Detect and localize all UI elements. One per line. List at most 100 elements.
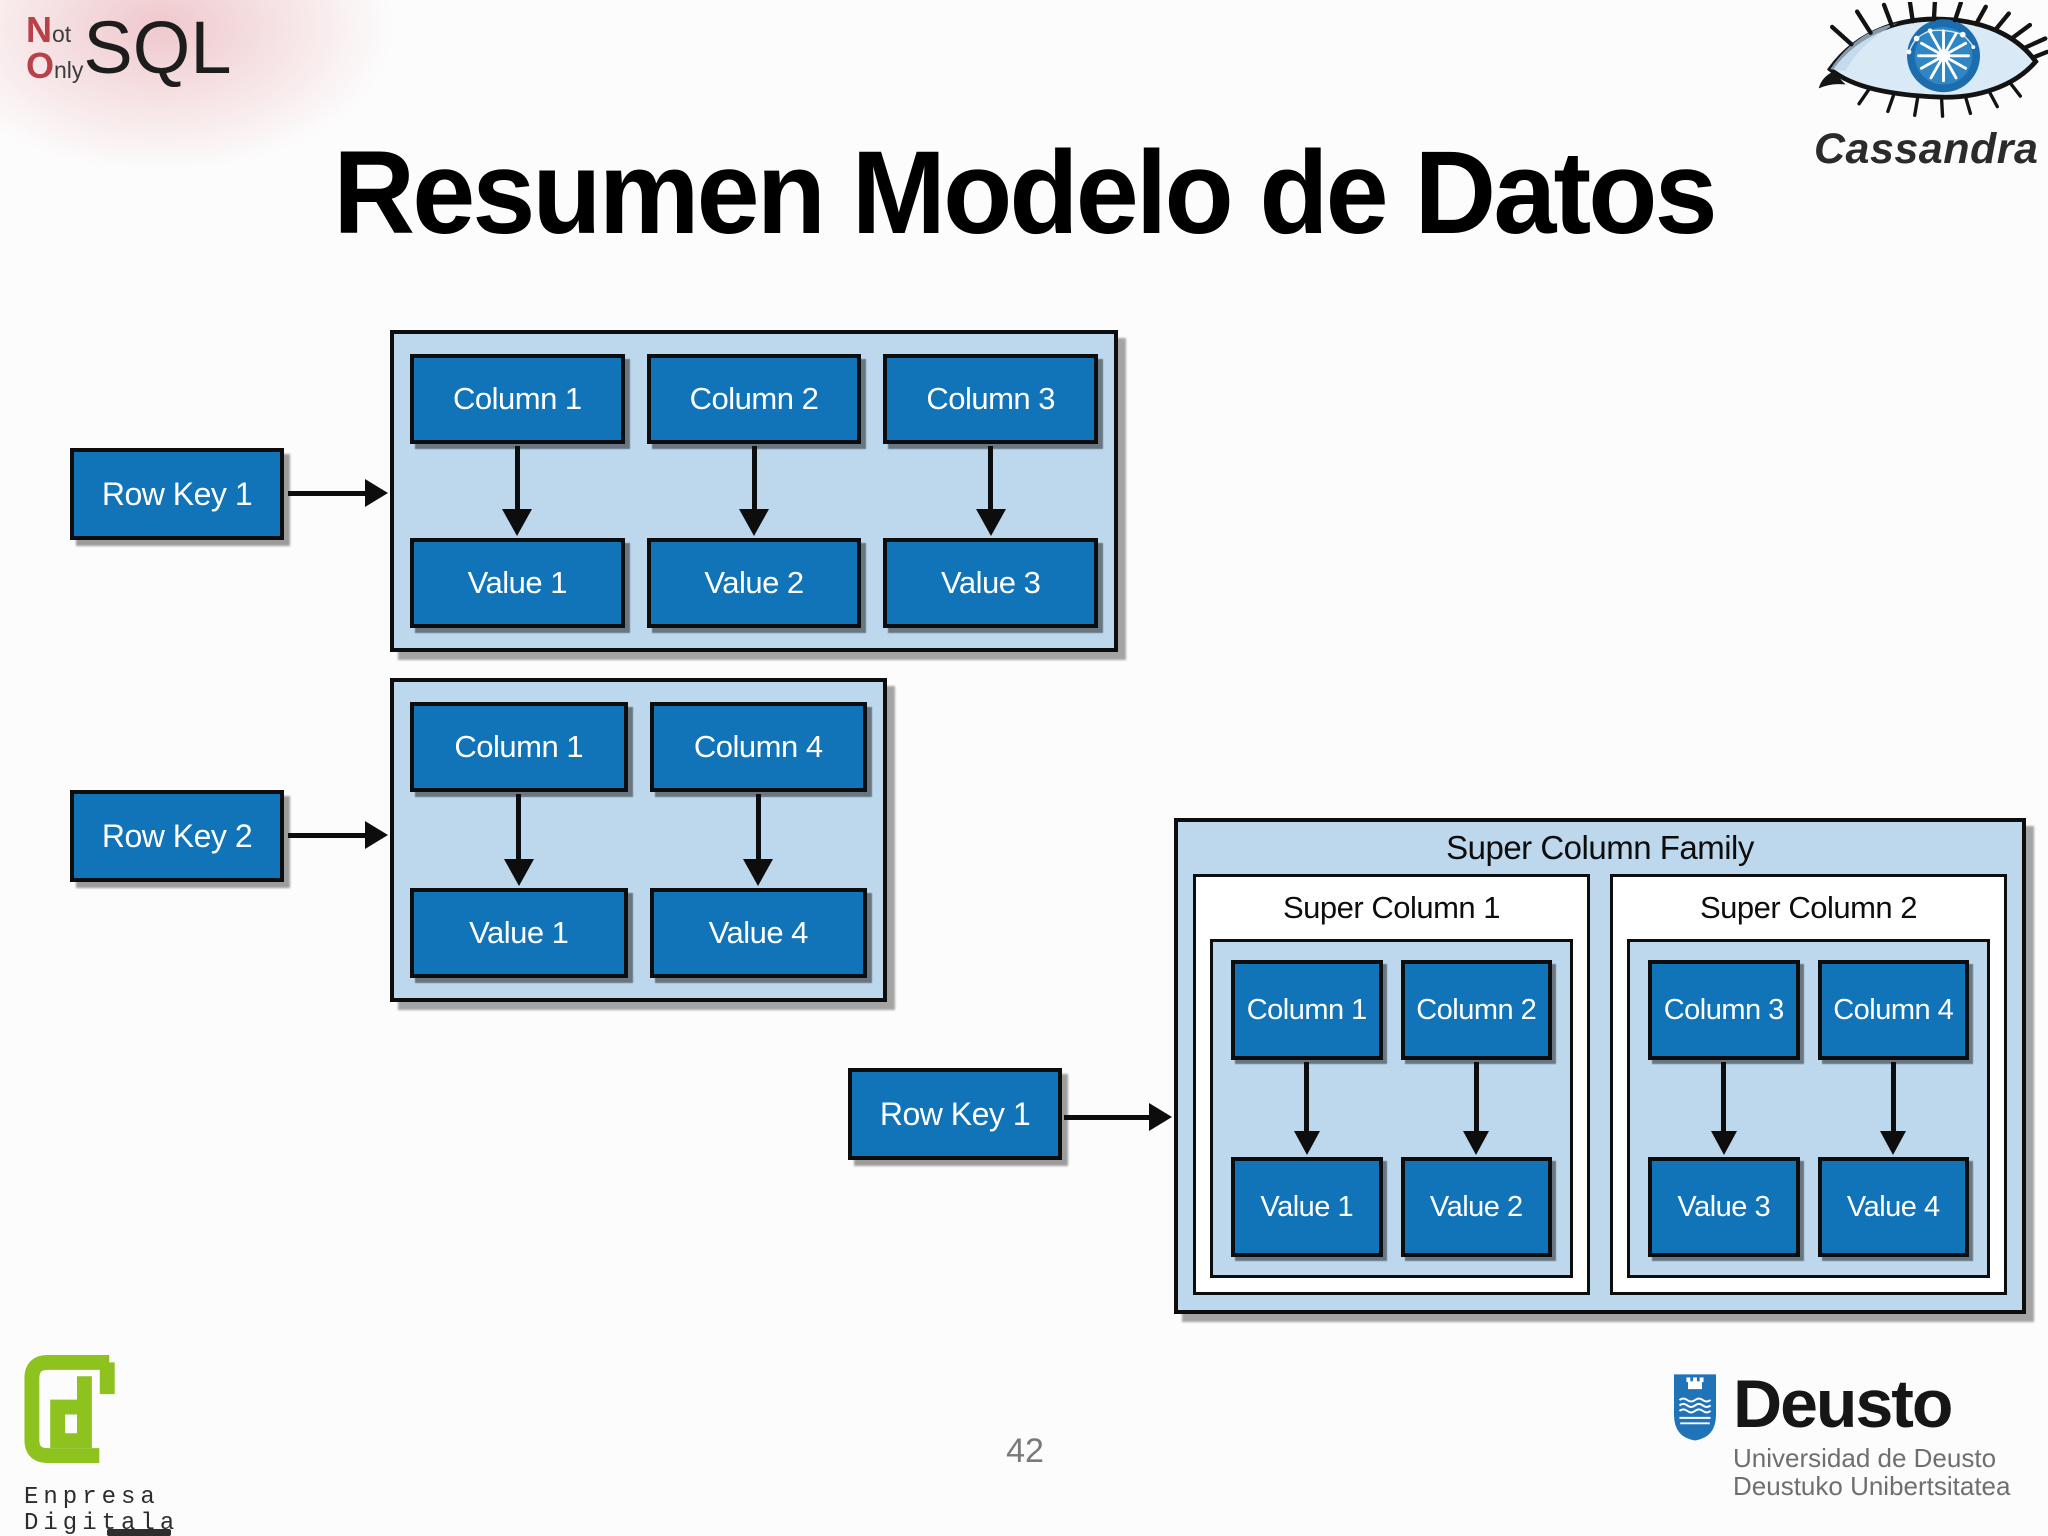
arrow-line — [288, 490, 365, 496]
nosql-sql-text: SQL — [83, 5, 232, 89]
bottom-edge-artifact — [107, 1529, 171, 1536]
column-box: Column 3 — [883, 354, 1099, 444]
down-arrow — [883, 446, 1098, 536]
deusto-subtitle-eu: Deustuko Unibertsitatea — [1733, 1471, 2011, 1501]
column-box: Column 2 — [1400, 960, 1552, 1060]
right-arrow — [1064, 1102, 1172, 1132]
columns-row: Column 3 Column 4 — [1648, 960, 1969, 1060]
column-box: Column 4 — [1817, 960, 1969, 1060]
arrow-line — [755, 794, 761, 859]
down-arrow — [650, 794, 868, 886]
nosql-o-letter: O — [26, 45, 55, 86]
arrow-line — [1721, 1062, 1727, 1131]
arrow-line — [1304, 1062, 1310, 1131]
nosql-ot-text: ot — [52, 21, 72, 47]
right-arrow — [288, 820, 388, 850]
arrow-head — [365, 479, 388, 507]
page-title: Resumen Modelo de Datos — [333, 127, 1717, 259]
super-column-1-title: Super Column 1 — [1282, 890, 1501, 925]
enpresa-digitala-logo: Enpresa Digitala — [18, 1348, 179, 1536]
deusto-logo: Deusto Universidad de Deusto Deustuko Un… — [1671, 1366, 2010, 1500]
deusto-text-block: Deusto Universidad de Deusto Deustuko Un… — [1733, 1366, 2010, 1500]
columns-row: Column 1 Column 4 — [410, 702, 867, 792]
nosql-n-letter: N — [26, 9, 52, 50]
row-key-1-box: Row Key 1 — [70, 448, 284, 540]
column-box: Column 3 — [1648, 960, 1800, 1060]
down-arrow — [647, 446, 862, 536]
arrow-head — [1293, 1131, 1320, 1155]
arrows-row — [410, 444, 1098, 538]
enpresa-digitala-icon — [24, 1354, 115, 1464]
deusto-subtitle: Universidad de Deusto Deustuko Unibertsi… — [1733, 1444, 2010, 1500]
super-column-1-inner-panel: Column 1 Column 2 Value 1 Value 2 — [1210, 939, 1573, 1278]
enpresa-line: Enpresa — [24, 1484, 160, 1511]
arrow-head — [365, 821, 388, 849]
super-column-2-box: Super Column 2 Column 3 Column 4 Value 3… — [1610, 874, 2007, 1295]
arrows-row — [1648, 1060, 1969, 1157]
values-row: Value 1 Value 2 Value 3 — [410, 538, 1099, 628]
deusto-wordmark: Deusto — [1733, 1366, 1953, 1442]
values-row: Value 1 Value 2 — [1231, 1157, 1552, 1257]
column-family-panel-2: Column 1 Column 4 Value 1 Value 4 — [390, 678, 887, 1002]
super-column-family-title: Super Column Family — [1446, 829, 1754, 866]
column-box: Column 4 — [649, 702, 867, 792]
super-column-family-body: Super Column 1 Column 1 Column 2 Value 1… — [1178, 874, 2022, 1310]
value-box: Value 3 — [883, 538, 1099, 628]
super-column-1-box: Super Column 1 Column 1 Column 2 Value 1… — [1193, 874, 1590, 1295]
values-row: Value 3 Value 4 — [1648, 1157, 1969, 1257]
right-arrow — [288, 478, 388, 508]
column-family-panel-1: Column 1 Column 2 Column 3 Value 1 Value… — [390, 330, 1118, 652]
columns-row: Column 1 Column 2 — [1231, 960, 1552, 1060]
arrows-row — [410, 792, 867, 888]
value-box: Value 4 — [649, 888, 867, 978]
arrow-head — [503, 859, 534, 886]
cassandra-wordmark: Cassandra — [1814, 125, 2039, 173]
column-box: Column 1 — [1231, 960, 1383, 1060]
cassandra-eye-icon — [1818, 0, 2048, 118]
super-column-family-panel: Super Column Family Super Column 1 Colum… — [1174, 818, 2026, 1314]
column-box: Column 2 — [646, 354, 862, 444]
cassandra-logo: Cassandra — [1812, 0, 2048, 174]
arrow-head — [743, 859, 774, 886]
arrow-head — [1463, 1131, 1490, 1155]
arrow-head — [739, 509, 769, 536]
row-key-1-box-super: Row Key 1 — [848, 1068, 1062, 1160]
value-box: Value 1 — [410, 888, 628, 978]
column-box: Column 1 — [410, 702, 628, 792]
arrow-line — [516, 794, 522, 859]
arrow-line — [1064, 1114, 1149, 1120]
nosql-nly-text: nly — [54, 57, 84, 83]
value-box: Value 4 — [1817, 1157, 1969, 1257]
arrow-head — [975, 509, 1006, 536]
arrow-head — [1149, 1103, 1172, 1131]
arrows-row — [1231, 1060, 1552, 1157]
value-box: Value 2 — [646, 538, 862, 628]
arrow-head — [502, 509, 533, 536]
arrow-head — [1880, 1131, 1907, 1155]
column-box: Column 1 — [410, 354, 625, 444]
arrow-line — [514, 446, 520, 509]
value-box: Value 1 — [410, 538, 625, 628]
super-column-2-title: Super Column 2 — [1699, 890, 1918, 925]
down-arrow — [1648, 1062, 1800, 1155]
down-arrow — [410, 794, 628, 886]
arrow-line — [288, 832, 365, 838]
down-arrow — [410, 446, 625, 536]
row-key-2-box: Row Key 2 — [70, 790, 284, 882]
arrow-line — [1473, 1062, 1479, 1131]
arrow-line — [988, 446, 994, 509]
arrow-head — [1710, 1131, 1737, 1155]
deusto-subtitle-es: Universidad de Deusto — [1733, 1443, 1997, 1473]
down-arrow — [1231, 1062, 1383, 1155]
deusto-shield-icon — [1674, 1374, 1716, 1441]
values-row: Value 1 Value 4 — [410, 888, 867, 978]
down-arrow — [1818, 1062, 1970, 1155]
value-box: Value 3 — [1648, 1157, 1800, 1257]
arrow-line — [1890, 1062, 1896, 1131]
value-box: Value 2 — [1400, 1157, 1552, 1257]
